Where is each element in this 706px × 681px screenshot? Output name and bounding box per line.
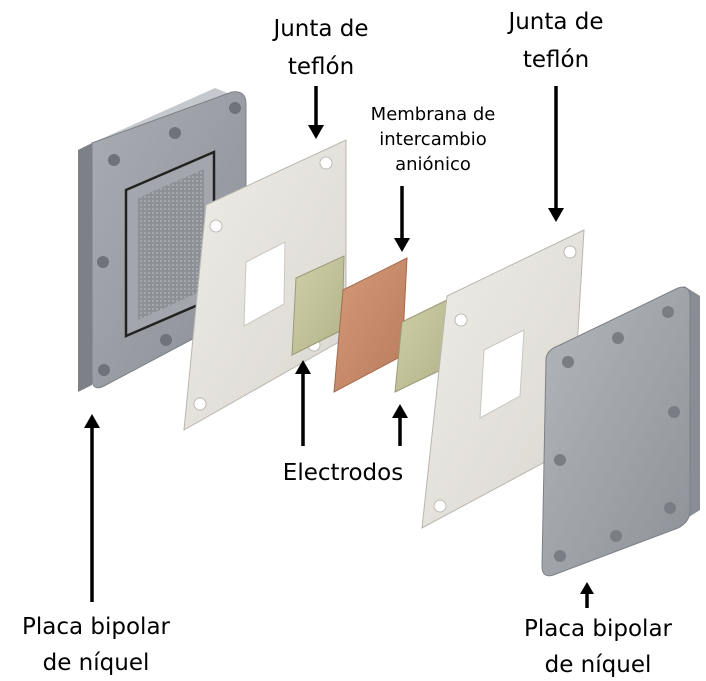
label-membrane-line2: intercambio bbox=[379, 129, 486, 150]
label-left-gasket-line1: Junta de bbox=[271, 16, 368, 42]
arrow-left-plate bbox=[84, 414, 100, 602]
label-membrane-line3: aniónico bbox=[395, 154, 471, 175]
arrow-membrane bbox=[394, 186, 410, 252]
label-right-gasket-line1: Junta de bbox=[506, 9, 603, 35]
arrow-right-gasket bbox=[548, 86, 564, 222]
arrow-left-electrode bbox=[295, 360, 311, 446]
arrow-left-gasket bbox=[308, 86, 324, 139]
label-left-plate-line2: de níquel bbox=[43, 650, 150, 676]
arrow-right-plate bbox=[580, 582, 594, 608]
label-membrane-line1: Membrana de bbox=[371, 104, 496, 125]
label-left-gasket-line2: teflón bbox=[288, 54, 354, 80]
label-right-plate-line1: Placa bipolar bbox=[524, 616, 673, 642]
label-right-gasket-line2: teflón bbox=[523, 47, 589, 73]
label-right-plate-line2: de níquel bbox=[545, 652, 652, 678]
label-left-plate-line1: Placa bipolar bbox=[22, 614, 171, 640]
label-electrodes: Electrodos bbox=[283, 460, 403, 486]
right-bipolar-plate bbox=[541, 286, 700, 577]
arrow-right-electrode bbox=[392, 404, 408, 446]
